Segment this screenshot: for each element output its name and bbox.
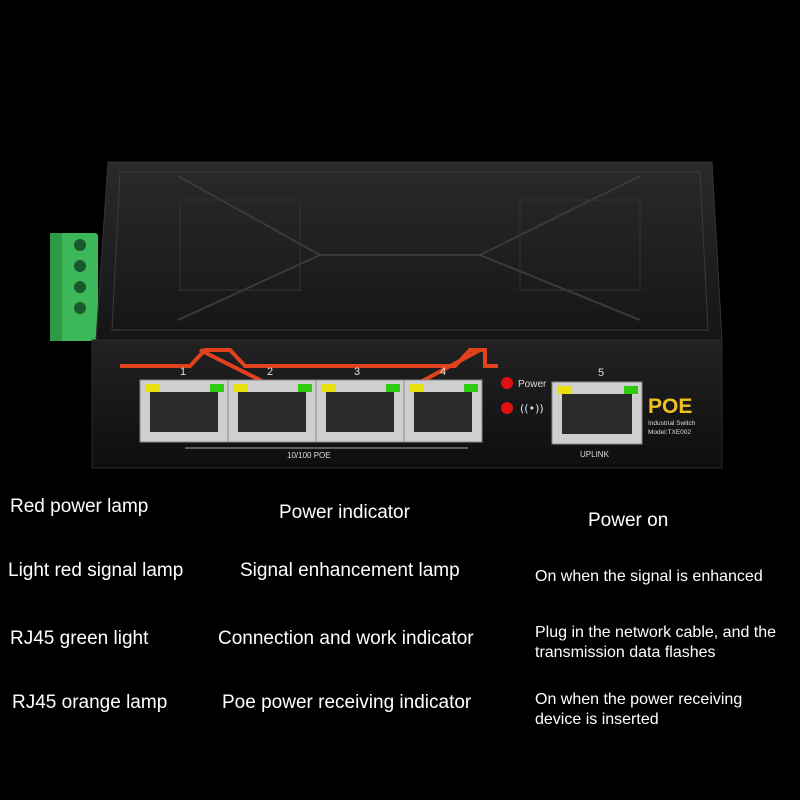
lamp-description: Plug in the network cable, and the trans… <box>535 624 777 661</box>
brand-label: POE <box>648 395 692 418</box>
lamp-name: Light red signal lamp <box>8 560 184 581</box>
uplink-label: UPLINK <box>580 450 610 459</box>
power-led <box>501 377 513 389</box>
poe-bar-label: 10/100 POE <box>287 451 331 460</box>
lamp-name: RJ45 green light <box>10 628 149 649</box>
brand-badge: POE Industrial Switch Model:TXE002 <box>648 395 696 436</box>
poe-switch-photo: 1 2 3 4 5 <box>50 161 723 469</box>
lamp-function: Signal enhancement lamp <box>240 560 460 581</box>
orange-led <box>145 384 159 392</box>
rj45-port-4 <box>403 379 483 443</box>
legend-row: RJ45 orange lamp Poe power receiving ind… <box>0 691 800 752</box>
port-number: 4 <box>440 366 446 378</box>
rj45-port-3 <box>315 379 405 443</box>
port-number: 3 <box>354 366 360 378</box>
status-leds: Power ((•)) <box>501 377 547 415</box>
green-led <box>210 384 224 392</box>
lamp-description: Power on <box>588 510 669 531</box>
lamp-function: Poe power receiving indicator <box>222 692 472 713</box>
port-numbers: 1 2 3 4 5 <box>180 366 604 379</box>
terminal-block <box>50 233 98 341</box>
port-number: 5 <box>598 367 604 379</box>
port-number: 2 <box>267 366 273 378</box>
lamp-description: On when the power receiving device is in… <box>535 691 743 728</box>
rj45-ports <box>139 379 643 445</box>
lamp-description: On when the signal is enhanced <box>535 568 763 585</box>
legend-row: Light red signal lamp Signal enhancement… <box>0 560 800 620</box>
lamp-function: Power indicator <box>279 502 410 523</box>
power-label: Power <box>518 379 547 390</box>
accent-stripe <box>120 348 498 387</box>
lamp-name: Red power lamp <box>10 496 149 517</box>
legend-row: RJ45 green light Connection and work ind… <box>0 624 800 688</box>
signal-led <box>501 402 513 414</box>
rj45-port-1 <box>139 379 229 443</box>
rj45-port-5-uplink <box>551 381 643 445</box>
legend-row: Red power lamp Power indicator Power on <box>0 496 800 556</box>
rj45-port-2 <box>227 379 317 443</box>
signal-icon: ((•)) <box>520 402 544 415</box>
lamp-name: RJ45 orange lamp <box>12 692 168 713</box>
brand-subtitle: Industrial Switch <box>648 420 696 427</box>
lamp-function: Connection and work indicator <box>218 628 474 649</box>
port-number: 1 <box>180 366 186 378</box>
poe-bar: 10/100 POE <box>185 447 468 460</box>
model-label: Model:TXE002 <box>648 429 691 436</box>
